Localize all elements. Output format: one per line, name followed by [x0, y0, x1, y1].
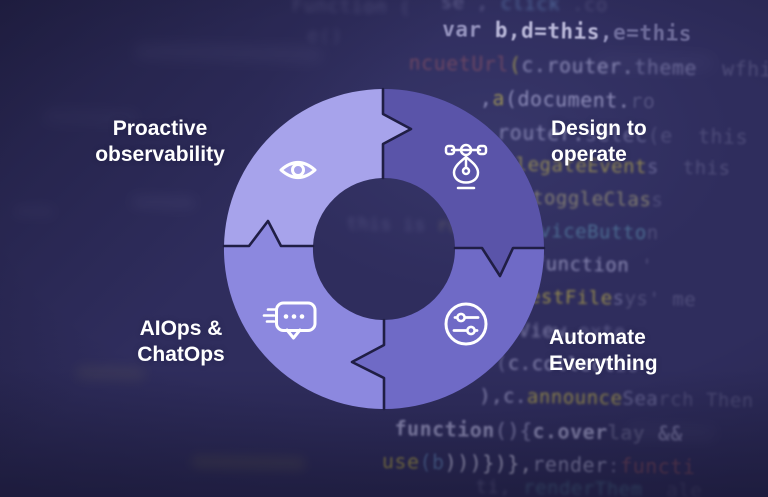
- segment-label-aiops-chatops: AIOps & ChatOps: [137, 317, 225, 366]
- segment-divider-bottom: [350, 318, 386, 411]
- segment-aiops-chatops: [223, 221, 384, 409]
- chat-bubble-icon: [262, 301, 317, 340]
- eye-icon: [279, 161, 317, 179]
- segment-divider-top: [381, 87, 413, 180]
- segment-divider-left: [222, 219, 315, 248]
- segment-proactive-observability: [224, 89, 411, 246]
- sliders-icon: [444, 302, 488, 346]
- pen-tool-icon: [444, 143, 488, 190]
- segment-label-design-to-operate: Design to operate: [551, 117, 647, 166]
- segment-label-automate-everything: Automate Everything: [549, 326, 658, 375]
- segment-label-proactive-observability: Proactive observability: [95, 117, 225, 166]
- segment-divider-right: [453, 246, 546, 278]
